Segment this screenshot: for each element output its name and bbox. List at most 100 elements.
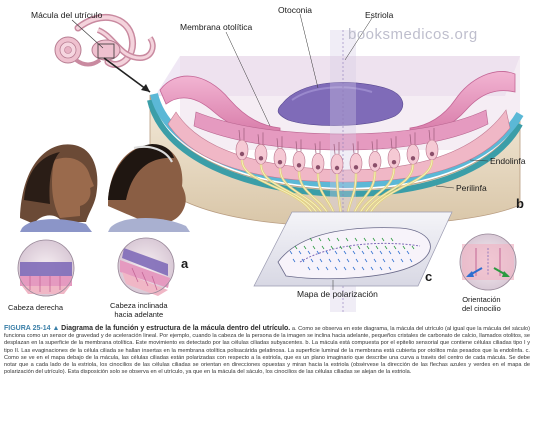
panel-label-c: c (425, 269, 433, 284)
polarization-arrow (337, 258, 341, 263)
hair-cell (330, 153, 344, 175)
polarization-arrow (303, 245, 307, 250)
polarization-arrow (352, 266, 356, 271)
caption-title: Diagrama de la función y estructura de l… (61, 325, 291, 332)
zoom-arrowhead (141, 84, 150, 92)
hair-cell (311, 153, 325, 174)
hair-cell-nucleus (315, 165, 321, 170)
polarization-arrow (345, 237, 349, 242)
label-perilinfa: Perilinfa (456, 183, 487, 193)
polarization-arrow (402, 245, 406, 250)
hair-cell (368, 151, 382, 172)
panel-label-a: a (181, 256, 189, 271)
polarization-arrow (397, 250, 401, 255)
polarization-arrow (312, 245, 316, 250)
polarization-arrow (361, 250, 365, 255)
polarization-arrow (388, 250, 392, 255)
hair-cell (349, 153, 363, 174)
polarization-map (253, 211, 453, 287)
stereocilia (390, 138, 393, 149)
polarization-arrow (361, 266, 365, 271)
hair-cell-nucleus (353, 165, 359, 170)
polarization-arrow (309, 237, 313, 242)
polarization-arrow (330, 245, 334, 250)
polarization-arrow (370, 266, 374, 271)
stereocilia (371, 141, 374, 152)
hair-cell (406, 144, 420, 165)
polarization-arrow (366, 245, 370, 250)
polarization-arrow (370, 250, 374, 255)
macula-pointer-line (71, 19, 104, 49)
watermark: booksmedicos.org (348, 26, 478, 43)
polarization-arrow (406, 250, 410, 255)
polarization-arrow (409, 258, 413, 263)
polarization-arrow (348, 245, 352, 250)
polarization-arrow (388, 266, 392, 271)
perilinfa-leader (435, 185, 455, 189)
polarization-arrow (393, 245, 397, 250)
inset-tilted (117, 237, 175, 296)
polarization-arrow (411, 245, 415, 250)
label-orientacion-line1: Orientación (462, 295, 501, 304)
polarization-arrow (381, 237, 385, 242)
label-macula-utriculo: Mácula del utrículo (31, 10, 103, 20)
polarization-arrow (325, 250, 329, 255)
polarization-arrow (373, 258, 377, 263)
head-upright-drawing (20, 144, 98, 232)
label-mapa-polarizacion: Mapa de polarización (297, 289, 378, 299)
polarization-arrow (307, 266, 311, 271)
label-cabeza-inclinada-line1: Cabeza inclinada (110, 301, 168, 310)
polarization-arrow (327, 237, 331, 242)
hair-cell-nucleus (410, 156, 416, 161)
hair-cell (292, 151, 306, 172)
polarization-arrow (355, 258, 359, 263)
polarization-arrow (343, 266, 347, 271)
hair-cell (387, 147, 401, 169)
membrana-leader (225, 31, 271, 127)
polarization-arrow (307, 250, 311, 255)
polarization-arrow (391, 258, 395, 263)
hair-cell (273, 147, 287, 169)
hair-cell-nucleus (296, 163, 302, 168)
label-endolinfa: Endolinfa (490, 156, 526, 166)
stereocilia (238, 129, 241, 141)
polarization-arrow (301, 258, 305, 263)
hair-cell (235, 139, 249, 161)
label-orientacion-cinocilio: Orientación del cinocilio (462, 295, 501, 313)
hair-cell-nucleus (239, 151, 245, 157)
polarization-arrow (379, 266, 383, 271)
polarization-arrow (357, 245, 361, 250)
stereocilia (295, 141, 298, 152)
label-orientacion-line2: del cinocilio (462, 304, 501, 313)
polarization-arrow (328, 258, 332, 263)
polarization-arrow (352, 250, 356, 255)
label-membrana-otolitica: Membrana otolítica (180, 22, 253, 32)
polarization-arrow (382, 258, 386, 263)
polarization-arrow (336, 237, 340, 242)
hair-cell-nucleus (429, 151, 435, 157)
panel-label-b: b (516, 196, 524, 211)
label-cabeza-inclinada-line2: hacia adelante (114, 310, 164, 319)
stereocilia (257, 134, 260, 145)
polarization-arrow (316, 250, 320, 255)
polarization-arrow (379, 250, 383, 255)
caption-body: a. Como se observa en este diagrama, la … (4, 326, 530, 376)
polarization-arrow (400, 258, 404, 263)
polarization-arrow (364, 258, 368, 263)
polarization-arrow (316, 266, 320, 271)
polarization-arrow (310, 258, 314, 263)
zoom-arrow (103, 57, 151, 93)
hair-cell-nucleus (391, 160, 397, 165)
stereocilia (276, 138, 279, 149)
stereocilia (352, 143, 355, 154)
inset-upright (17, 239, 75, 297)
hair-cell-nucleus (277, 160, 283, 165)
hair-cell (254, 144, 268, 165)
polarization-arrow (384, 245, 388, 250)
polarization-arrow (292, 258, 296, 263)
hair-cell-nucleus (372, 163, 378, 168)
label-estriola: Estriola (365, 10, 394, 20)
stereocilia (333, 143, 336, 155)
polarization-arrow (298, 250, 302, 255)
